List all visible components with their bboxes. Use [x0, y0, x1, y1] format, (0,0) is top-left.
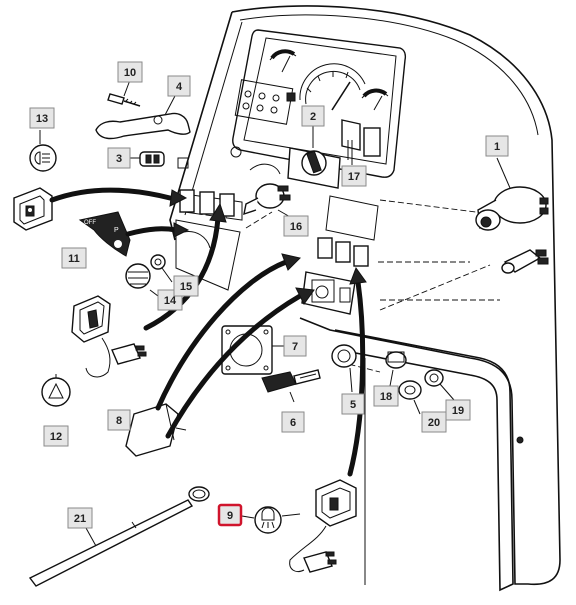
callout-9-highlighted: 9	[217, 503, 243, 527]
lever-part	[95, 93, 191, 140]
connector-part	[501, 249, 549, 274]
svg-text:11: 11	[68, 253, 80, 265]
callout-1: 1	[485, 135, 509, 157]
svg-text:19: 19	[452, 405, 464, 417]
callout-2: 2	[301, 105, 325, 127]
svg-text:1: 1	[494, 141, 500, 153]
light-switch-part	[13, 130, 53, 231]
svg-text:9: 9	[227, 510, 233, 522]
hex-nut-part	[331, 344, 357, 393]
svg-text:13: 13	[36, 113, 48, 125]
svg-text:12: 12	[50, 431, 62, 443]
headlight-symbol-icon	[29, 144, 57, 172]
decal-p-text: P	[114, 227, 119, 234]
callout-4: 4	[167, 75, 191, 97]
svg-text:15: 15	[180, 281, 192, 293]
callout-17: 17	[341, 165, 367, 187]
callout-20: 20	[421, 411, 447, 433]
screw-part	[107, 79, 141, 107]
callout-6: 6	[281, 411, 305, 433]
console-switch-slots	[175, 146, 379, 315]
key-part	[261, 369, 321, 403]
svg-text:17: 17	[348, 171, 360, 183]
callout-10: 10	[117, 61, 143, 83]
ring-part	[424, 369, 455, 401]
console-body	[169, 5, 561, 592]
plug-part	[398, 380, 422, 415]
mount-hole	[516, 436, 524, 444]
rod-part	[28, 486, 210, 587]
callout-labels: 1 2 3 4 5 6 7 8 9 10 11 12 13 14 15 16 1…	[29, 61, 509, 529]
leader-lines	[245, 199, 501, 373]
warning-triangle-icon	[41, 377, 71, 407]
callout-15: 15	[173, 275, 199, 297]
callout-11: 11	[61, 247, 87, 269]
svg-text:5: 5	[350, 399, 356, 411]
fuel-gauge	[269, 49, 297, 73]
callout-19: 19	[445, 399, 471, 421]
instrument-cluster	[232, 29, 407, 178]
decal-off-text: OFF	[84, 220, 96, 226]
work-light-symbol-icon	[254, 506, 282, 534]
svg-text:2: 2	[310, 111, 316, 123]
callout-13: 13	[29, 107, 55, 129]
hazard-switch-part	[55, 295, 147, 378]
svg-text:16: 16	[290, 221, 302, 233]
svg-text:18: 18	[380, 391, 392, 403]
ignition-switch-part	[475, 157, 549, 231]
assembly-arrows	[49, 187, 367, 477]
toggle-switch-part	[243, 183, 293, 219]
svg-text:8: 8	[116, 415, 122, 427]
temperature-gauge	[361, 88, 389, 111]
svg-text:21: 21	[74, 513, 86, 525]
svg-text:4: 4	[176, 81, 183, 93]
cover-part	[125, 403, 187, 457]
mounting-plate-part	[221, 325, 286, 375]
svg-text:6: 6	[290, 417, 296, 429]
callout-5: 5	[341, 393, 365, 415]
nut-part	[150, 254, 173, 283]
decal-part: OFF P	[78, 211, 131, 257]
callout-12: 12	[43, 425, 69, 447]
callout-18: 18	[373, 385, 399, 407]
callout-16: 16	[283, 215, 309, 237]
callout-7: 7	[283, 335, 307, 357]
small-switch-part	[341, 119, 381, 165]
svg-text:10: 10	[124, 67, 136, 79]
warning-light-panel	[234, 79, 296, 125]
work-light-switch-part	[281, 479, 357, 573]
grommet-part	[385, 351, 407, 387]
svg-text:14: 14	[164, 295, 177, 307]
svg-text:7: 7	[292, 341, 298, 353]
callout-21: 21	[67, 507, 93, 529]
svg-text:3: 3	[116, 153, 122, 165]
svg-text:20: 20	[428, 417, 440, 429]
callout-3: 3	[107, 147, 131, 169]
rotary-switch-part	[287, 125, 341, 189]
bulb-holder-part	[130, 151, 189, 169]
callout-8: 8	[107, 409, 131, 431]
tachometer-gauge	[299, 63, 366, 111]
knob-part	[125, 263, 159, 297]
